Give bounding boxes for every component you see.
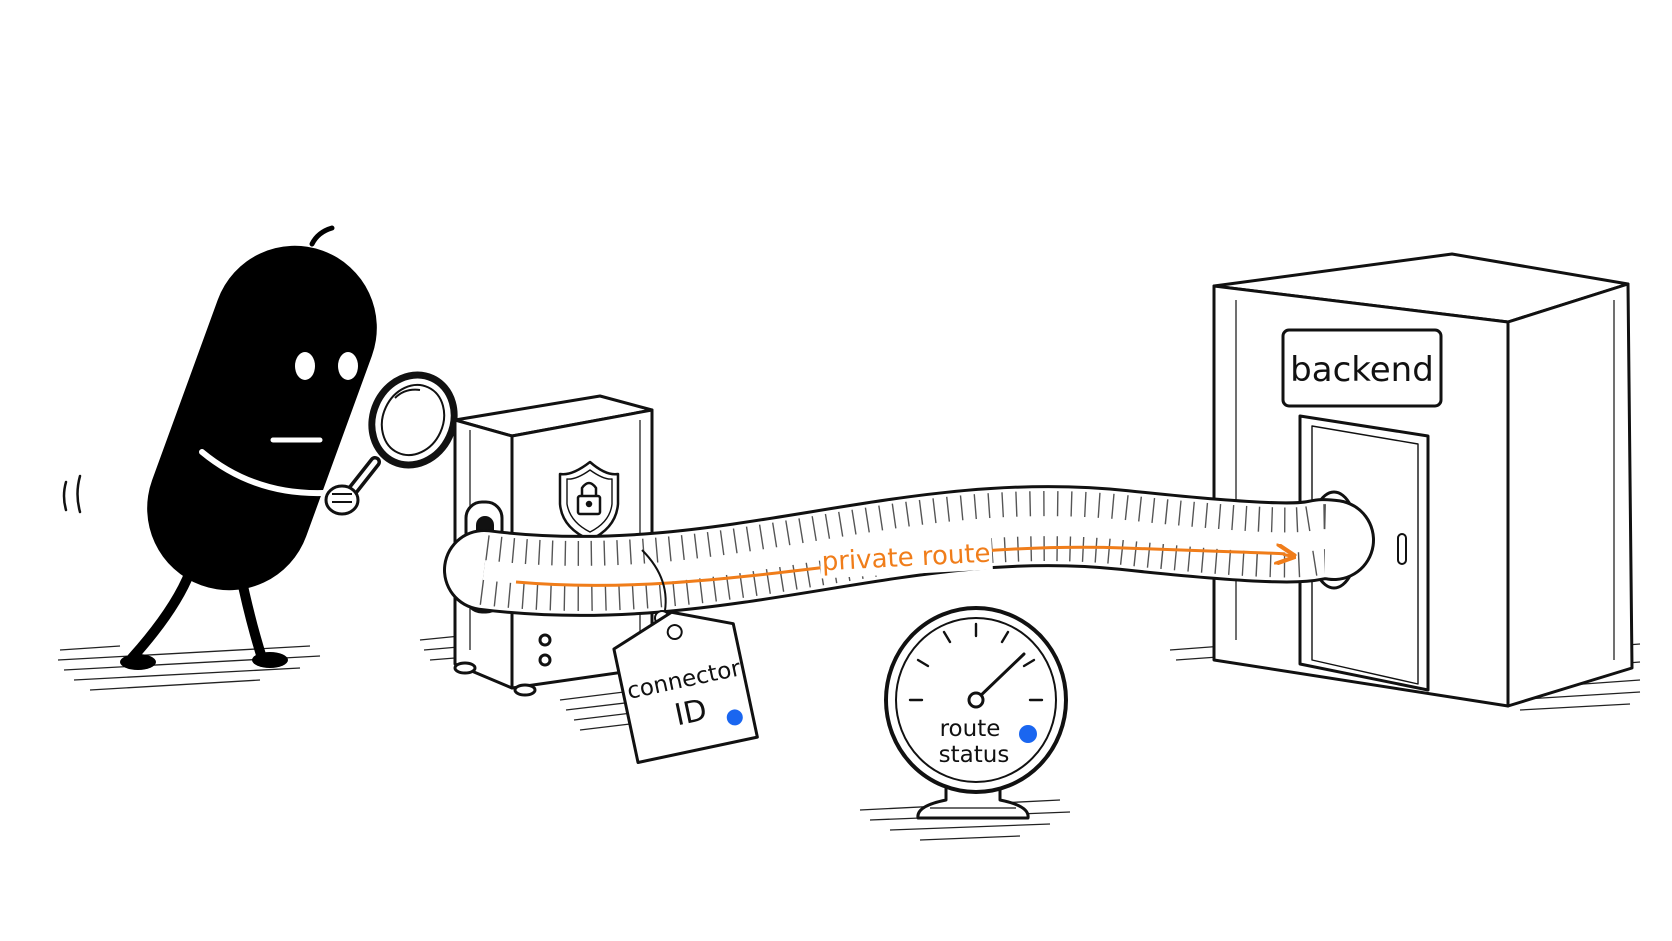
shield-lock-icon [558, 460, 620, 542]
motion-lines [62, 474, 82, 514]
character-arm [199, 449, 343, 497]
gauge-icon: route status [884, 606, 1068, 820]
backend-label: backend [1290, 350, 1434, 390]
gauge-needle [974, 652, 1026, 702]
magnifying-glass-icon [339, 371, 458, 506]
private-route-pipe [443, 485, 1375, 617]
character-eye-right [338, 352, 358, 380]
inspector-character [62, 225, 458, 670]
route-status-dot [1019, 725, 1037, 743]
backend-sign [1281, 328, 1443, 408]
ground-shadow-character [57, 645, 321, 691]
connector-id-tag: connector ID [612, 549, 759, 765]
character-body [147, 245, 377, 591]
backend-building [1212, 252, 1634, 708]
route-arrow [515, 547, 1292, 587]
route-status-label-line1: route [940, 716, 1001, 742]
connector-status-dot [726, 709, 743, 726]
character-eye-left [295, 352, 315, 380]
connector-id-label-line2: ID [672, 692, 711, 733]
route-status-label-line2: status [939, 742, 1010, 768]
